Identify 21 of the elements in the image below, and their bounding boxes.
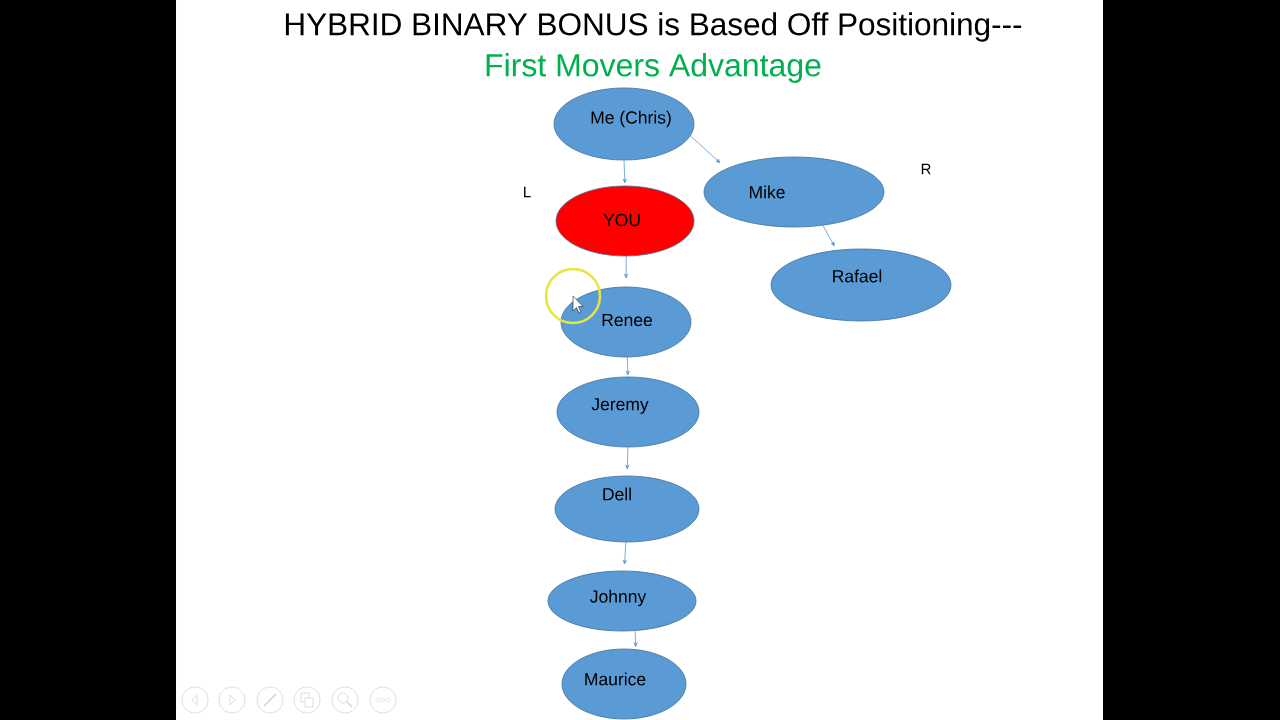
ellipse-node: Maurice bbox=[561, 648, 687, 720]
ellipse-node: Me (Chris) bbox=[553, 87, 695, 161]
arrow bbox=[689, 135, 721, 164]
side-label: L bbox=[524, 186, 531, 198]
ellipse-node: Renee bbox=[560, 286, 692, 358]
subtitle: First Movers Advantage bbox=[486, 53, 821, 83]
ellipse-node: Johnny bbox=[547, 570, 697, 632]
arrow bbox=[633, 630, 638, 647]
arrow bbox=[622, 159, 627, 184]
ellipse-node: Rafael bbox=[770, 248, 952, 322]
arrow bbox=[625, 356, 630, 376]
ellipse-node: Mike bbox=[703, 156, 885, 228]
arrow bbox=[624, 255, 629, 279]
side-label: R bbox=[921, 163, 931, 175]
arrow bbox=[625, 446, 630, 470]
ellipse-node: Dell bbox=[554, 475, 700, 543]
arrow bbox=[622, 541, 627, 565]
ellipse-node: Jeremy bbox=[556, 376, 700, 448]
ellipse-node: YOU bbox=[555, 185, 695, 257]
arrow bbox=[822, 224, 835, 247]
title: HYBRID BINARY BONUS is Based Off Positioning--- bbox=[285, 12, 1022, 42]
